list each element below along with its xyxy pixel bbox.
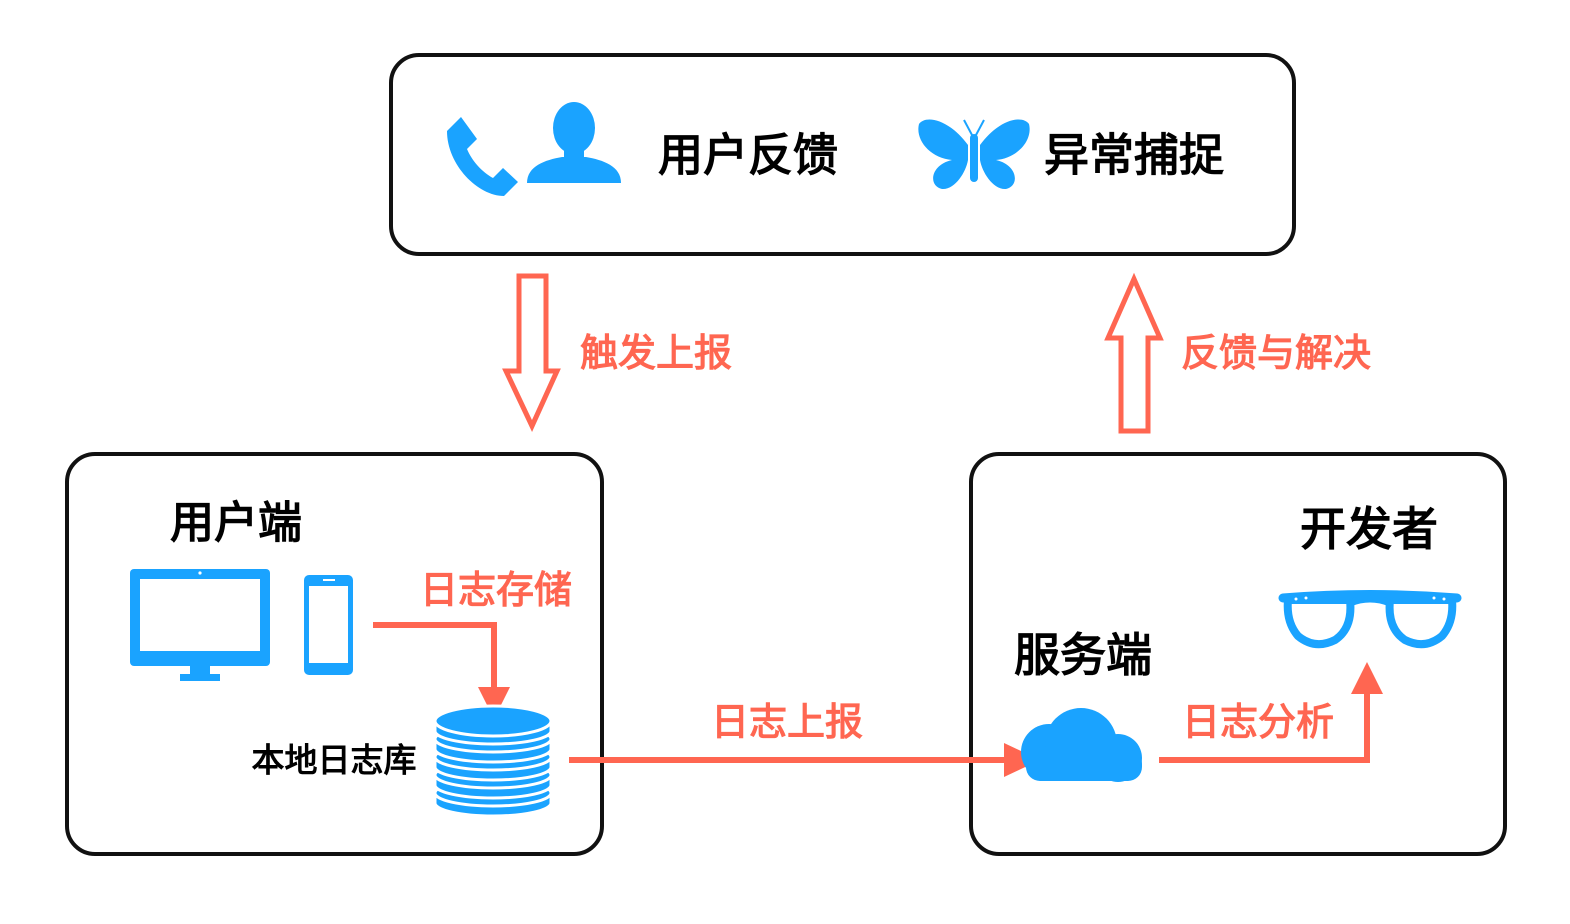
- log-upload-label: 日志上报: [711, 700, 863, 744]
- feedback-resolve-label: 反馈与解决: [1181, 331, 1371, 375]
- trigger-report-arrow: [502, 273, 561, 432]
- user-feedback-label: 用户反馈: [658, 129, 838, 182]
- glasses-icon: [1278, 590, 1462, 649]
- log-upload-arrow: [569, 743, 1040, 777]
- exception-capture-label: 异常捕捉: [1044, 129, 1225, 182]
- cloud-icon: [1021, 708, 1142, 782]
- storage-arrow: [373, 622, 510, 719]
- analysis-label: 日志分析: [1182, 700, 1334, 744]
- feedback-resolve-arrow: [1104, 272, 1164, 434]
- client-title: 用户端: [170, 498, 302, 549]
- monitor-icon: [130, 569, 270, 681]
- user-icon: [527, 102, 621, 183]
- database-icon: [433, 704, 553, 818]
- top-box: [389, 53, 1296, 256]
- phone-icon: [447, 117, 518, 196]
- developer-label: 开发者: [1300, 502, 1438, 556]
- storage-label: 日志存储: [420, 568, 572, 612]
- glasses-rivets: [1294, 596, 1446, 601]
- local-db-label: 本地日志库: [252, 741, 417, 780]
- trigger-report-label: 触发上报: [580, 331, 732, 375]
- server-label: 服务端: [1014, 628, 1152, 682]
- butterfly-icon: [918, 119, 1030, 190]
- analysis-arrow: [1159, 662, 1383, 763]
- phone-device-icon: [304, 575, 353, 675]
